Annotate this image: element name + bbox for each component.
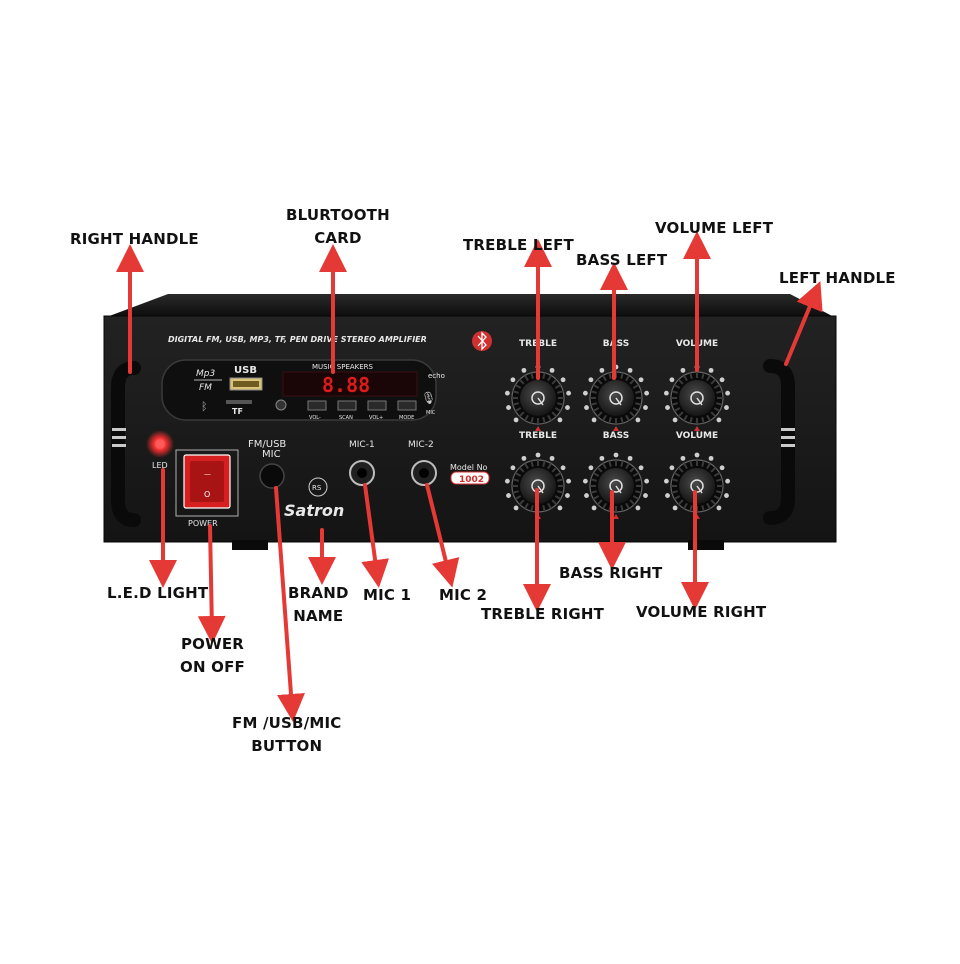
arrow-left-handle <box>784 281 823 366</box>
card-buttons: VOL- SCAN VOL+ MODE <box>307 400 417 421</box>
card-button-label: VOL+ <box>369 415 383 421</box>
arrow-fm-usb-mic <box>274 486 305 722</box>
mic1-label: MIC-1 <box>349 440 375 450</box>
callout-left-handle: LEFT HANDLE <box>779 269 896 287</box>
card-button[interactable] <box>307 400 327 411</box>
callout-mic-2: MIC 2 <box>439 586 488 604</box>
callout-right-handle: RIGHT HANDLE <box>70 230 199 248</box>
fm-usb-mic-label-line1: FM/USB <box>248 439 286 450</box>
arrow-power <box>197 524 226 644</box>
led-label: LED <box>152 461 168 470</box>
knob[interactable] <box>582 364 650 431</box>
knob-label: BASS <box>603 431 629 441</box>
card-button[interactable] <box>397 400 417 411</box>
callout-arrows <box>116 231 823 722</box>
card-button[interactable] <box>337 400 357 411</box>
tf-slot[interactable] <box>226 400 252 404</box>
callout-volume-left: VOLUME LEFT <box>655 219 774 237</box>
knob-label: TREBLE <box>519 431 557 441</box>
knob-label: VOLUME <box>676 431 718 441</box>
card-button-label: SCAN <box>339 415 353 421</box>
svg-text:O: O <box>204 490 210 499</box>
svg-text:—: — <box>204 470 211 478</box>
mp3-label: Mp3 <box>196 369 215 379</box>
led-display <box>282 371 418 397</box>
card-button-label: VOL- <box>309 415 321 421</box>
brand-name: Satron <box>284 501 344 520</box>
card-button-label: MODE <box>399 415 414 421</box>
knob[interactable] <box>504 364 572 431</box>
bluetooth-icon <box>472 331 492 351</box>
display-digits: 8.88 <box>322 373 370 397</box>
callout-volume-right: VOLUME RIGHT <box>636 603 767 621</box>
foot-left <box>232 540 268 550</box>
callout-mic-1: MIC 1 <box>363 586 412 604</box>
arrow-mic-2 <box>425 483 460 588</box>
aux-jack[interactable] <box>275 399 287 411</box>
left-handle <box>763 359 795 525</box>
fm-usb-mic-label-line2: MIC <box>262 449 281 460</box>
model-number: 1002 <box>459 475 484 485</box>
fm-label: FM <box>199 383 212 393</box>
mic-small-label: MIC <box>426 410 436 416</box>
mic2-label: MIC-2 <box>408 440 434 450</box>
foot-right <box>688 540 724 550</box>
music-label: MUSIC SPEAKERS <box>312 363 374 371</box>
chassis-top <box>104 294 836 318</box>
knob[interactable] <box>663 452 731 519</box>
card-bt-icon: ᛒ <box>201 400 208 413</box>
right-handle <box>111 361 141 527</box>
led-light <box>156 440 164 448</box>
knob[interactable] <box>663 364 731 431</box>
bluetooth-card: Mp3 FM USB ᛒ TF MUSIC SPEAKERS 8.88 echo… <box>161 359 445 421</box>
power-switch[interactable]: — O POWER <box>175 449 239 528</box>
card-button[interactable] <box>367 400 387 411</box>
callout-bass-left: BASS LEFT <box>576 251 668 269</box>
panel-header: DIGITAL FM, USB, MP3, TF, PEN DRIVE STER… <box>168 335 427 344</box>
callout-treble-right: TREBLE RIGHT <box>481 605 605 623</box>
callout-led-light: L.E.D LIGHT <box>107 584 209 602</box>
fm-usb-mic-button[interactable] <box>259 463 285 489</box>
arrow-mic-1 <box>361 483 390 588</box>
model-badge <box>450 471 490 485</box>
model-label: Model No <box>450 463 488 472</box>
tf-label: TF <box>232 407 243 416</box>
mic-icon: 🎙 <box>421 391 436 405</box>
brand-logo-text: RS <box>312 484 322 492</box>
knob[interactable] <box>504 452 572 519</box>
usb-label: USB <box>234 365 257 376</box>
power-label: POWER <box>188 519 218 528</box>
echo-label: echo <box>428 372 445 380</box>
callout-treble-left: TREBLE LEFT <box>463 236 574 254</box>
callout-bass-right: BASS RIGHT <box>559 564 663 582</box>
brand-logo <box>308 477 328 497</box>
